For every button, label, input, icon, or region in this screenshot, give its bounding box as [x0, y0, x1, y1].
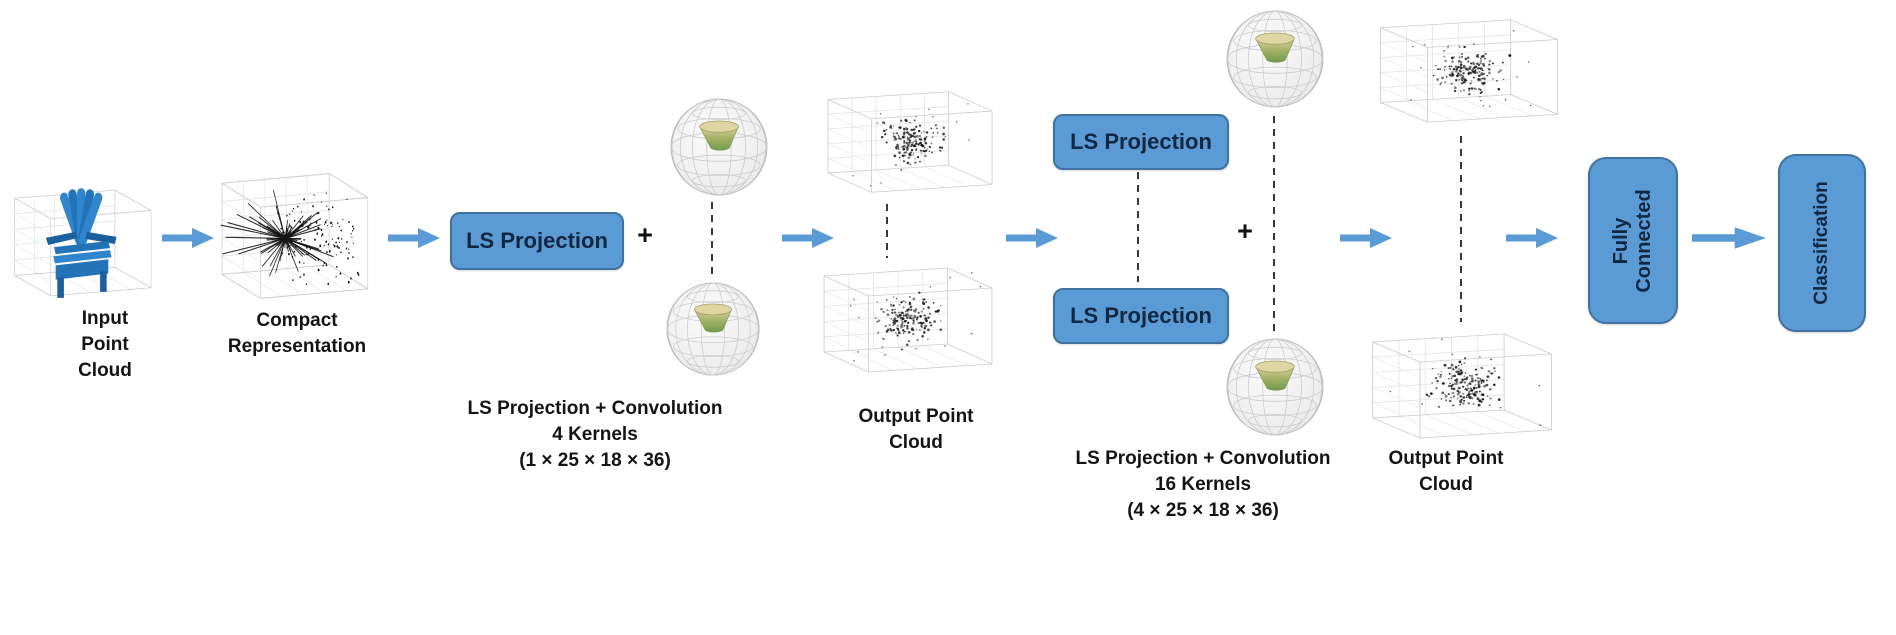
- caption-line: LS Projection + Convolution: [467, 398, 723, 419]
- output-point-cloud-figure: [816, 260, 998, 380]
- output-point-cloud-figure: [1372, 12, 1564, 130]
- ls-projection-button-label: LS Projection: [466, 228, 608, 253]
- dashed-connector: [1460, 136, 1462, 322]
- spherical-kernel-figure: [668, 96, 770, 198]
- stage1-caption: LS Projection + Convolution 4 Kernels (1…: [440, 396, 750, 475]
- caption-line: 4 Kernels: [552, 424, 638, 446]
- label-line: Input: [81, 308, 129, 329]
- arrow-right-icon: [1692, 227, 1766, 249]
- arrow-right-icon: [162, 228, 214, 248]
- ls-projection-button-2-top: LS Projection: [1053, 114, 1229, 170]
- ls-projection-button-1: LS Projection: [450, 212, 624, 270]
- caption-line: LS Projection + Convolution: [1075, 448, 1331, 469]
- output-point-cloud-label-2: Output Point Cloud: [1346, 446, 1546, 498]
- fully-connected-label: Fully Connected: [1610, 188, 1655, 293]
- arrow-right-icon: [1506, 228, 1558, 248]
- output-point-cloud-figure: [820, 84, 998, 200]
- label-line: Point: [81, 334, 129, 356]
- ls-projection-button-label: LS Projection: [1070, 129, 1212, 154]
- arrow-right-icon: [388, 228, 440, 248]
- ls-projection-button-label: LS Projection: [1070, 303, 1212, 328]
- compact-representation-figure: [215, 164, 373, 308]
- arrow-right-icon: [782, 228, 834, 248]
- compact-representation-label: Compact Representation: [192, 308, 402, 360]
- output-point-cloud-figure: [1364, 326, 1558, 446]
- label-line: Cloud: [889, 432, 943, 454]
- arrow-right-icon: [1006, 228, 1058, 248]
- classification-block: Classification: [1778, 154, 1866, 332]
- caption-line: (4 × 25 × 18 × 36): [1127, 500, 1279, 522]
- fully-connected-block: Fully Connected: [1588, 157, 1678, 324]
- plus-sign: +: [1237, 216, 1253, 246]
- label-line: Compact: [256, 310, 338, 331]
- input-point-cloud-figure: [8, 182, 156, 304]
- label-line: Cloud: [78, 360, 132, 382]
- classification-label: Classification: [1811, 181, 1833, 305]
- dashed-connector: [1273, 116, 1275, 332]
- plus-sign: +: [637, 220, 653, 250]
- spherical-kernel-figure: [664, 280, 762, 378]
- label-line: Output Point: [1388, 448, 1504, 469]
- ls-projection-button-2-bottom: LS Projection: [1053, 288, 1229, 344]
- caption-line: (1 × 25 × 18 × 36): [519, 450, 671, 472]
- dashed-connector: [711, 202, 713, 278]
- arrow-right-icon: [1340, 228, 1392, 248]
- caption-line: 16 Kernels: [1154, 474, 1252, 496]
- spherical-kernel-figure: [1224, 336, 1326, 438]
- input-point-cloud-label: Input Point Cloud: [40, 306, 170, 385]
- dashed-connector: [886, 204, 888, 258]
- stage2-caption: LS Projection + Convolution 16 Kernels (…: [1048, 446, 1358, 525]
- label-line: Representation: [227, 336, 367, 358]
- label-line: Output Point: [858, 406, 974, 427]
- dashed-connector: [1137, 172, 1139, 282]
- output-point-cloud-label-1: Output Point Cloud: [816, 404, 1016, 456]
- label-line: Cloud: [1419, 474, 1473, 496]
- spherical-kernel-figure: [1224, 8, 1326, 110]
